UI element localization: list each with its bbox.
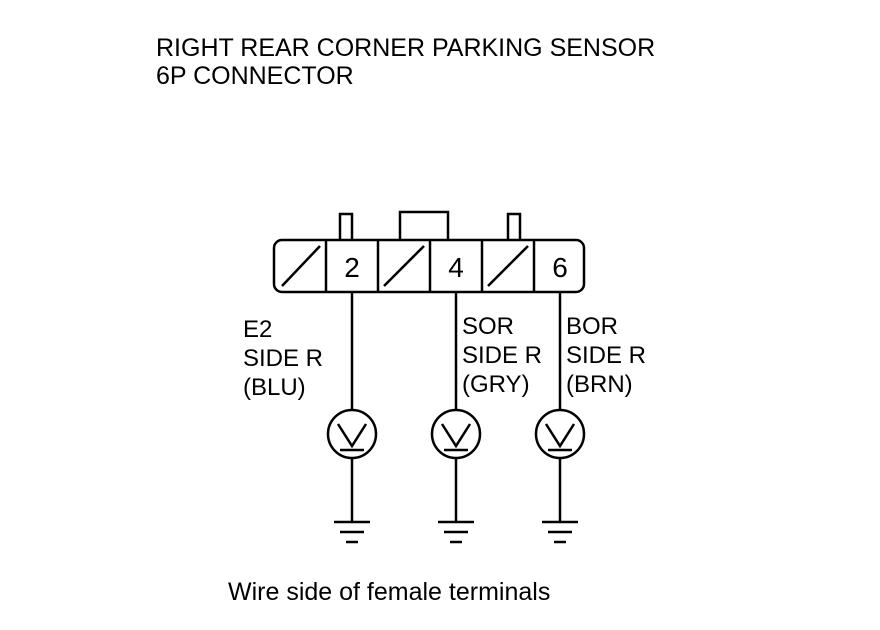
voltmeter-icon	[326, 408, 378, 460]
pin-number-2: 2	[344, 252, 360, 283]
wire-side: SIDE R	[566, 342, 646, 369]
voltmeter-icon	[534, 408, 586, 460]
title-line-1: RIGHT REAR CORNER PARKING SENSOR	[156, 34, 656, 62]
connector-tab-right	[506, 212, 522, 240]
ground-icon	[334, 520, 370, 544]
wire-side: SIDE R	[243, 345, 323, 372]
wire-pin-2	[326, 292, 378, 544]
wire-signal: BOR	[566, 313, 618, 340]
voltmeter-icon	[430, 408, 482, 460]
wire-signal: SOR	[462, 313, 514, 340]
wire-side: SIDE R	[462, 342, 542, 369]
pin-number-6: 6	[552, 252, 568, 283]
wire-signal: E2	[243, 316, 272, 343]
wire-label-pin-2: E2 SIDE R (BLU)	[243, 316, 323, 401]
wire-color: (GRY)	[462, 371, 530, 398]
wire-pin-6	[534, 292, 586, 544]
ground-icon	[542, 520, 578, 544]
pin-number-4: 4	[448, 252, 464, 283]
wire-label-pin-4: SOR SIDE R (GRY)	[462, 313, 542, 398]
wire-label-pin-6: BOR SIDE R (BRN)	[566, 313, 646, 398]
empty-cavity-3	[383, 245, 425, 287]
wire-color: (BLU)	[243, 374, 306, 401]
wire-pin-4	[430, 292, 482, 544]
title-line-2: 6P CONNECTOR	[156, 62, 354, 90]
diagram-caption: Wire side of female terminals	[228, 578, 551, 606]
ground-icon	[438, 520, 474, 544]
connector-lock	[398, 210, 450, 240]
empty-cavity-5	[487, 245, 529, 287]
wire-color: (BRN)	[566, 371, 633, 398]
empty-cavity-1	[281, 245, 321, 287]
connector-housing	[272, 210, 586, 294]
diagram-title: RIGHT REAR CORNER PARKING SENSOR 6P CONN…	[156, 34, 655, 90]
connector-tab-left	[338, 212, 354, 240]
